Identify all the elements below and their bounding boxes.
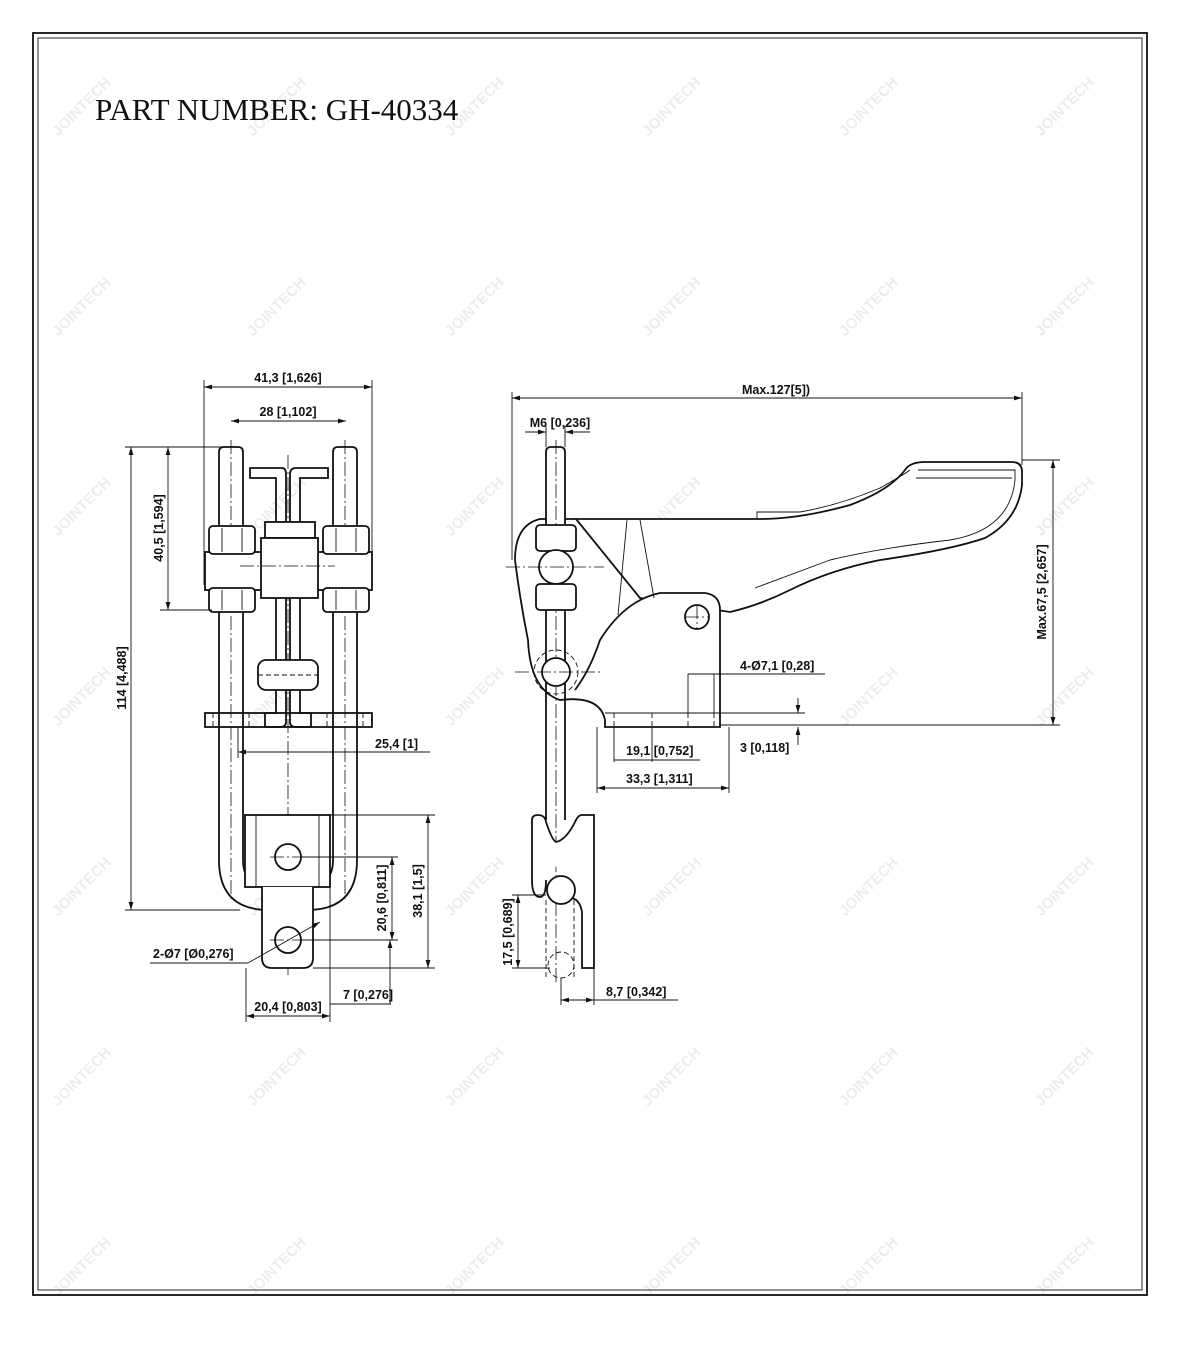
dim-base-length: 33,3 [1,311] [626,772,693,786]
part-number-title: PART NUMBER: GH-40334 [95,92,459,127]
dim-max-length: Max.127[5]) [742,383,810,397]
dim-hole-edge: 7 [0,276] [343,988,393,1002]
watermark-logo: JOINTECH [442,274,508,340]
front-view-dimensions: 41,3 [1,626] 28 [1,102] 40,5 [1,594] 114… [115,371,435,1022]
dim-max-height: Max.67,5 [2,657] [1035,544,1049,639]
dim-hole-diameter: 2-Ø7 [Ø0,276] [153,947,234,961]
watermark-logo: JOINTECH [49,474,115,540]
watermark-logo: JOINTECH [1032,274,1098,340]
dim-hook-travel: 17,5 [0,689] [501,898,515,965]
watermark-logo: JOINTECH [1032,664,1098,730]
watermark-logo: JOINTECH [836,854,902,920]
watermark-logo: JOINTECH [49,664,115,730]
dim-hook-offset: 8,7 [0,342] [606,985,666,999]
watermark-logo: JOINTECH [639,74,705,140]
dim-hole-spacing: 20,6 [0,811] [375,865,389,932]
watermark-logo: JOINTECH [639,854,705,920]
dim-base-thickness: 3 [0,118] [740,741,789,755]
dim-stud-spacing: 28 [1,102] [260,405,317,419]
watermark-logo: JOINTECH [442,664,508,730]
watermark-logo: JOINTECH [639,274,705,340]
watermark-logo: JOINTECH [442,474,508,540]
dim-bracket-width: 20,4 [0,803] [254,1000,321,1014]
dim-bracket-height: 38,1 [1,5] [411,864,425,918]
drawing-frame-outer [32,32,1148,1296]
watermark-logo: JOINTECH [244,274,310,340]
watermark-logo: JOINTECH [442,1044,508,1110]
watermark-logo: JOINTECH [1032,474,1098,540]
watermark-logo: JOINTECH [836,274,902,340]
watermark-logo: JOINTECH [836,664,902,730]
dim-hole-pitch: 19,1 [0,752] [626,744,693,758]
dim-thread: M6 [0,236] [530,416,590,430]
watermark-logo: JOINTECH [49,854,115,920]
watermark-logo: JOINTECH [442,854,508,920]
dim-overall-height: 114 [4,488] [115,646,129,709]
dim-mount-holes: 4-Ø7,1 [0,28] [740,659,814,673]
watermark-logo: JOINTECH [1032,854,1098,920]
watermark-logo: JOINTECH [49,274,115,340]
watermark-logo: JOINTECH [49,1044,115,1110]
watermark-logo: JOINTECH [836,74,902,140]
watermark-logo: JOINTECH [639,1044,705,1110]
dim-stud-height: 40,5 [1,594] [152,494,166,561]
watermark-logo: JOINTECH [1032,74,1098,140]
drawing-frame-inner [37,37,1143,1291]
dim-overall-width: 41,3 [1,626] [254,371,321,385]
side-view-dimensions: Max.127[5]) M6 [0,236] Max.67,5 [2,657] … [501,383,1060,1005]
watermark-logo: JOINTECH [1032,1044,1098,1110]
watermark-logo: JOINTECH [836,1044,902,1110]
side-view [506,440,1023,985]
dim-plate-offset: 25,4 [1] [375,737,418,751]
watermark-logo: JOINTECH [244,1044,310,1110]
front-view [204,440,373,975]
